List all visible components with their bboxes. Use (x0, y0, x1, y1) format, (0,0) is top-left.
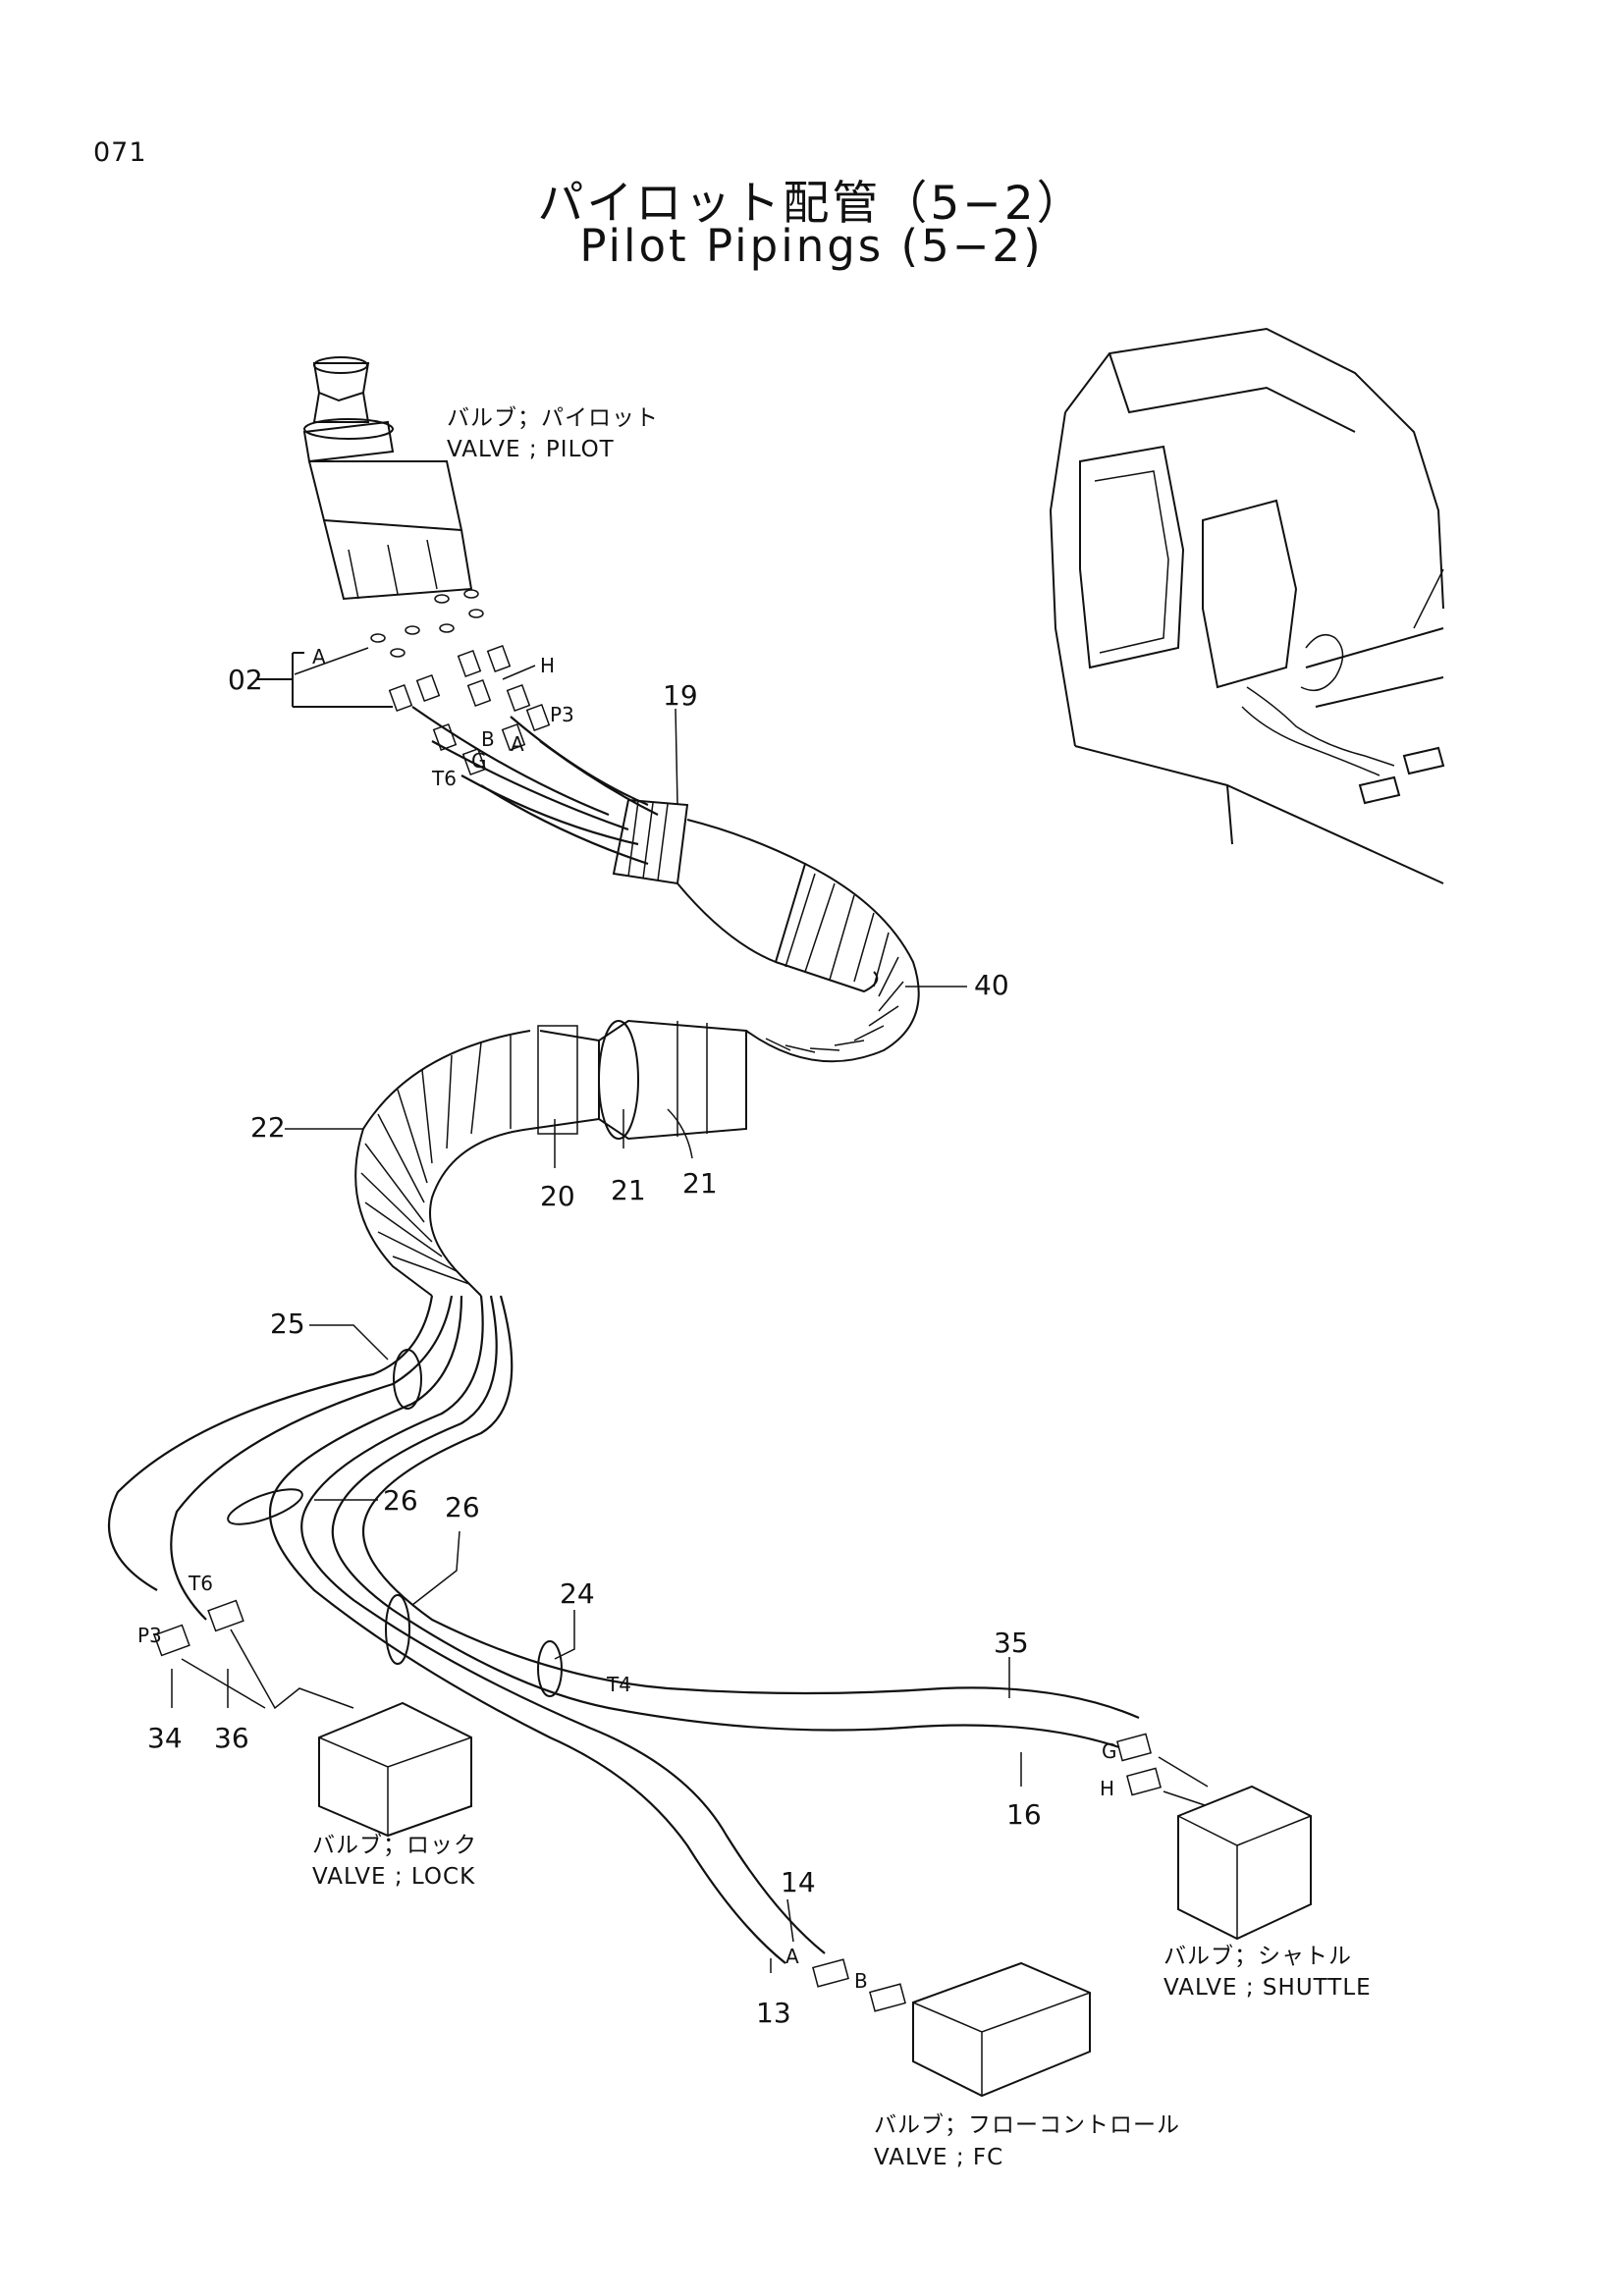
part-number-24: 24 (560, 1577, 595, 1610)
pilot-valve-name-jp: バルブ；パイロット (447, 405, 659, 431)
fc-port-b: B (854, 1969, 868, 1993)
shuttle-valve-name-en: VALVE ; SHUTTLE (1163, 1975, 1372, 2001)
lock-valve-name-jp: バルブ；ロック (312, 1833, 477, 1858)
part-number-21-left: 21 (611, 1174, 646, 1206)
hose-bundle (108, 706, 1140, 1964)
pilot-valve-name-en: VALVE ; PILOT (447, 437, 615, 462)
part-number-20: 20 (540, 1180, 575, 1212)
part-number-16: 16 (1006, 1798, 1042, 1831)
part-number-22: 22 (250, 1111, 286, 1144)
part-number-35: 35 (994, 1627, 1029, 1659)
part-number-26-right: 26 (445, 1491, 480, 1523)
pilot-valve-caption: バルブ；パイロット VALVE ; PILOT (447, 405, 659, 462)
fc-valve-name-jp: バルブ；フローコントロール (874, 2112, 1180, 2138)
port-label-a2: A (511, 732, 524, 756)
pilot-fittings: A H P3 B A T6 G (294, 644, 574, 790)
port-label-t4: T4 (606, 1673, 631, 1696)
part-number-34: 34 (147, 1722, 183, 1754)
lock-port-p3: P3 (137, 1624, 162, 1647)
fc-valve: A B バルブ；フローコントロール VALVE ; FC (785, 1945, 1180, 2170)
shuttle-port-g: G (1102, 1739, 1117, 1763)
page-title-english: Pilot Pipings (5−2) (579, 220, 1044, 272)
callouts: 19 40 22 20 21 21 25 26 26 24 35 16 14 1… (147, 679, 1042, 2029)
part-number-26-left: 26 (383, 1484, 418, 1517)
lock-port-t6: T6 (188, 1572, 213, 1595)
part-number-21-right: 21 (682, 1167, 718, 1200)
part-number-40: 40 (974, 969, 1009, 1001)
part-number-14: 14 (781, 1866, 816, 1898)
port-label-h: H (540, 654, 555, 677)
port-label-b: B (481, 727, 495, 751)
fc-valve-name-en: VALVE ; FC (874, 2145, 1003, 2170)
excavator-cab-illustration (1049, 327, 1445, 884)
shuttle-valve: G H バルブ；シャトル VALVE ; SHUTTLE (1100, 1733, 1372, 2001)
part-number-36: 36 (214, 1722, 249, 1754)
part-number-13: 13 (756, 1997, 791, 2029)
port-label-p3: P3 (550, 703, 574, 726)
port-label-t6: T6 (431, 767, 457, 790)
part-number-25: 25 (270, 1308, 305, 1340)
page-number: 071 (93, 137, 147, 168)
shuttle-valve-name-jp: バルブ；シャトル (1163, 1944, 1352, 1969)
part-number-19: 19 (663, 679, 698, 712)
part-number-02: 02 (228, 664, 263, 696)
lock-valve-name-en: VALVE ; LOCK (312, 1864, 475, 1890)
leader-02 (257, 652, 393, 708)
page-title-japanese: パイロット配管（5−2） (537, 177, 1086, 231)
pilot-valve-illustration: バルブ；パイロット VALVE ; PILOT (302, 356, 659, 658)
shuttle-port-h: H (1100, 1777, 1114, 1800)
fc-port-a: A (785, 1945, 799, 1968)
lock-valve: T6 P3 バルブ；ロック VALVE ; LOCK (137, 1572, 477, 1890)
port-label-a: A (312, 645, 326, 668)
